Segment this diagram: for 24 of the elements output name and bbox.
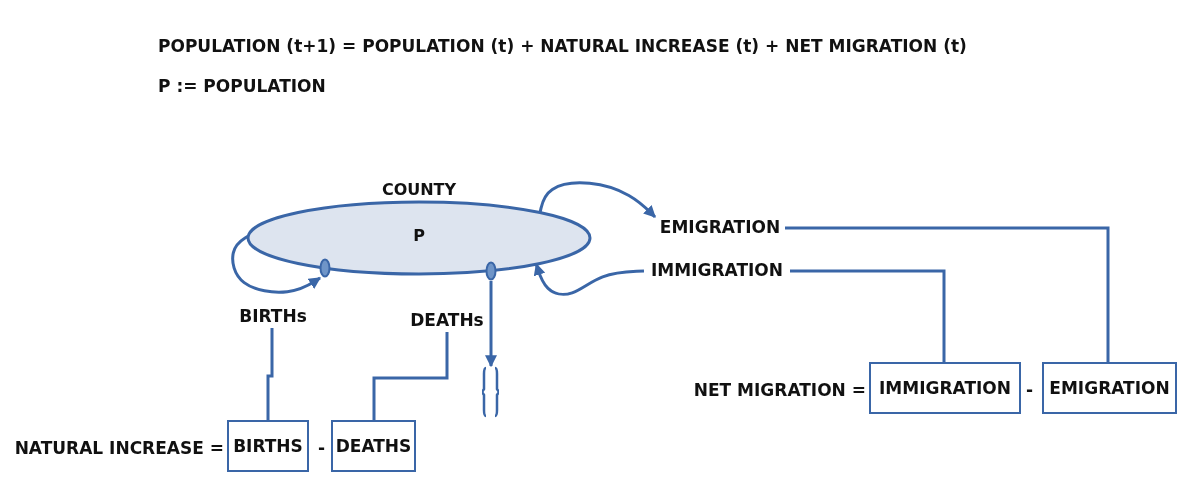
connector-line xyxy=(785,226,1110,362)
stock-label: P xyxy=(413,226,425,245)
flow-arrow xyxy=(533,263,645,296)
connector-line xyxy=(372,332,449,420)
flow-arrow xyxy=(231,234,321,294)
flow-label: DEATHs xyxy=(408,310,486,332)
formula-text: NET MIGRATION = xyxy=(693,380,866,400)
equation-text: P := POPULATION xyxy=(158,76,326,96)
formula-text: NATURAL INCREASE = xyxy=(14,438,224,458)
formula-box: IMMIGRATION xyxy=(869,362,1021,414)
region-heading: COUNTY xyxy=(381,180,457,199)
flow-label: BIRTHs xyxy=(238,306,308,328)
formula-box: EMIGRATION xyxy=(1042,362,1177,414)
flow-arrow xyxy=(485,281,497,368)
formula-text: - xyxy=(1026,380,1034,400)
flow-arrow xyxy=(538,181,657,219)
equation-text: POPULATION (t+1) = POPULATION (t) + NATURAL INCREASE (t) + NET MIGRATION (t) xyxy=(158,36,967,56)
connector-line xyxy=(266,328,274,420)
formula-box: DEATHS xyxy=(331,420,416,472)
formula-text: - xyxy=(318,438,326,458)
connector-line xyxy=(790,269,946,362)
flow-label: IMMIGRATION xyxy=(644,260,790,282)
formula-box: BIRTHS xyxy=(227,420,309,472)
flow-label: EMIGRATION xyxy=(655,217,785,239)
